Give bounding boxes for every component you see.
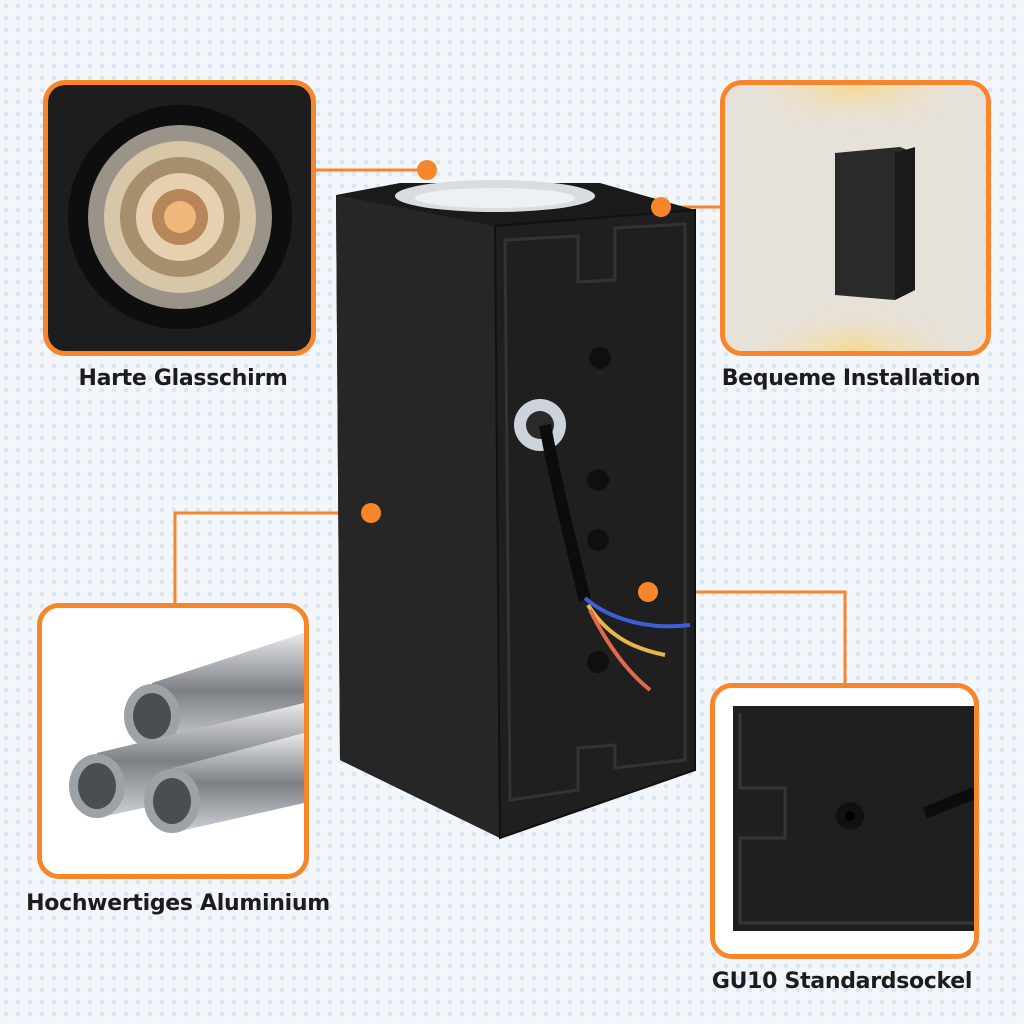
feature-socket-frame	[710, 683, 979, 959]
feature-installation-frame	[720, 80, 991, 356]
installed-lamp-image	[725, 85, 986, 351]
feature-label-installation: Bequeme Installation	[721, 366, 981, 391]
feature-label-aluminium: Hochwertiges Aluminium	[26, 891, 330, 916]
socket-closeup-image	[715, 688, 974, 954]
aluminium-tubes-image	[42, 608, 304, 874]
feature-label-socket: GU10 Standardsockel	[711, 969, 973, 994]
led-lens-image	[48, 85, 311, 351]
feature-aluminium-frame	[37, 603, 309, 879]
feature-label-glass: Harte Glasschirm	[78, 366, 288, 391]
feature-glass-frame	[43, 80, 316, 356]
